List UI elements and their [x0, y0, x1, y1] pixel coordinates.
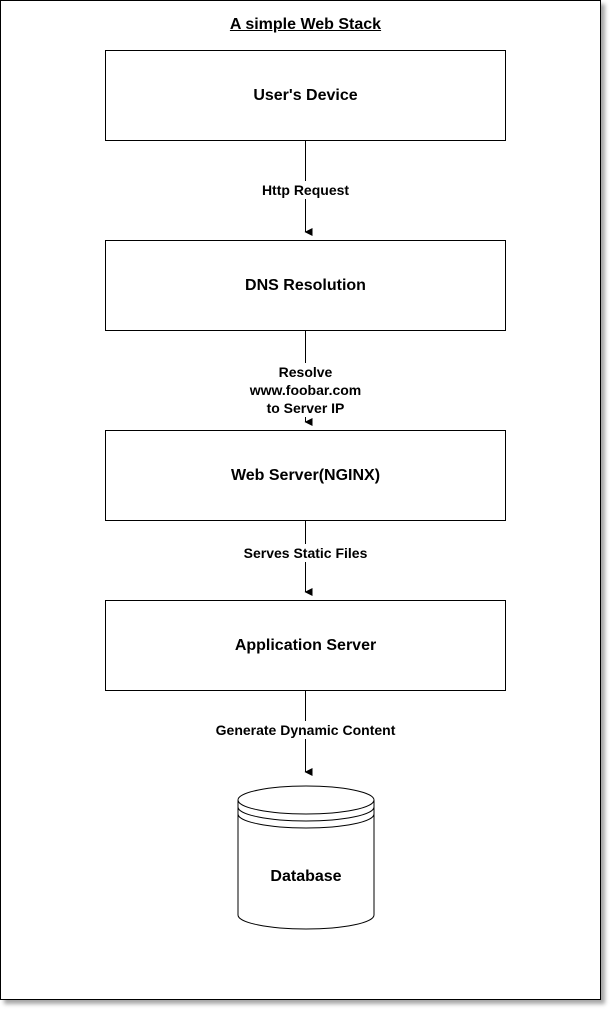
database-cylinder: [237, 785, 375, 930]
node-web-server: Web Server(NGINX): [105, 430, 506, 521]
node-application-server-label: Application Server: [234, 636, 377, 654]
edge-label-serves-static: Serves Static Files: [155, 544, 456, 562]
edge-label-resolve-line1: Resolve: [278, 364, 333, 380]
node-dns-resolution-label: DNS Resolution: [245, 276, 366, 294]
edge-label-resolve-line2: www.foobar.com: [249, 382, 362, 398]
edge-label-resolve-line3: to Server IP: [266, 400, 345, 416]
edge-label-generate-dynamic: Generate Dynamic Content: [155, 721, 456, 739]
node-application-server: Application Server: [105, 600, 506, 691]
node-users-device: User's Device: [105, 50, 506, 141]
node-dns-resolution: DNS Resolution: [105, 240, 506, 331]
node-web-server-label: Web Server(NGINX): [230, 466, 381, 484]
edge-label-http-request: Http Request: [155, 181, 456, 199]
edge-label-resolve: Resolve www.foobar.com to Server IP: [155, 363, 456, 417]
node-database-label: Database: [270, 868, 342, 885]
node-users-device-label: User's Device: [253, 86, 358, 104]
diagram-title: A simple Web Stack: [229, 16, 382, 33]
